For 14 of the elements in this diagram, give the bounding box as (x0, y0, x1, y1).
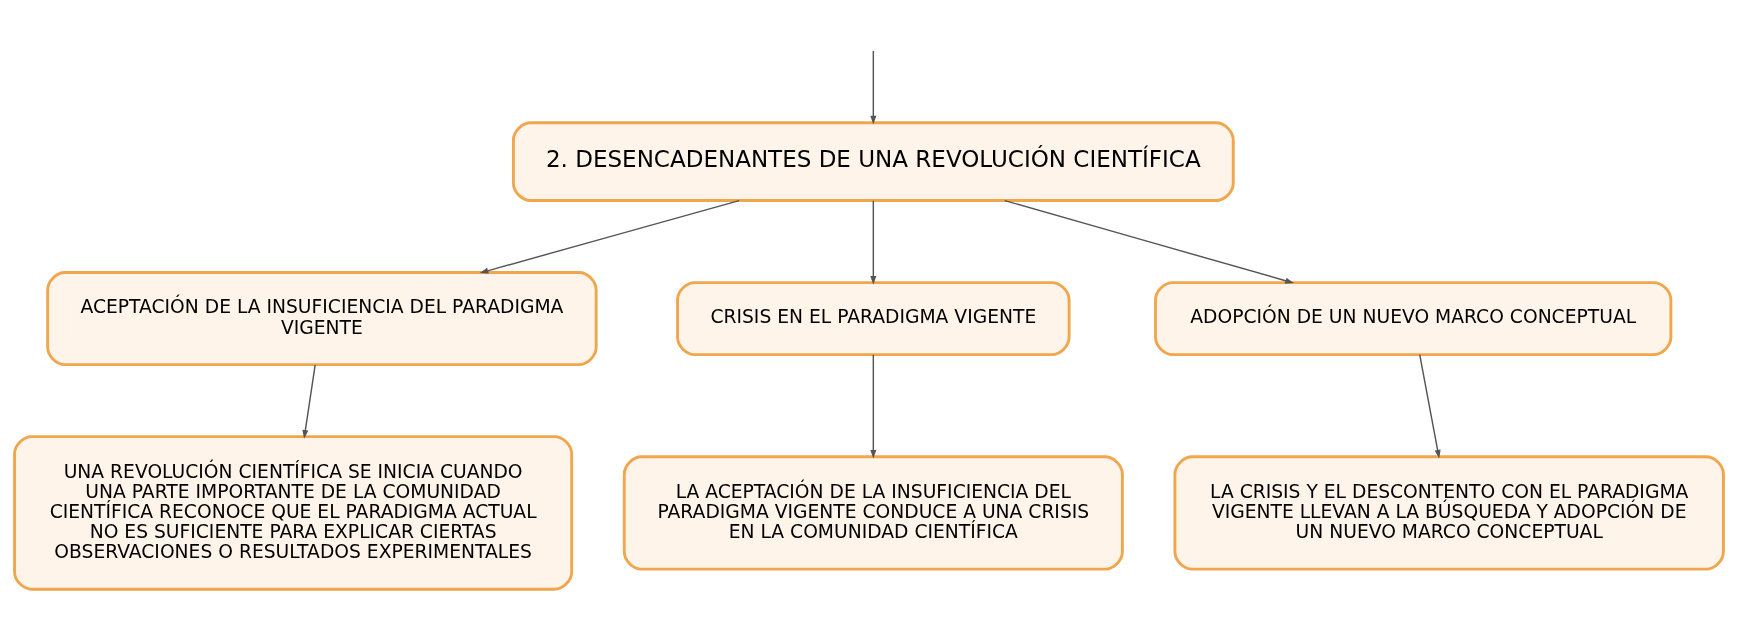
node-box: ACEPTACIÓN DE LA INSUFICIENCIA DEL PARADIGMA VIGENTE (46, 270, 598, 366)
arrow (1004, 199, 1294, 284)
node-box: CRISIS EN EL PARADIGMA VIGENTE (676, 280, 1071, 356)
node-box: ADOPCIÓN DE UN NUEVO MARCO CONCEPTUAL (1154, 280, 1673, 356)
node-box: LA CRISIS Y EL DESCONTENTO CON EL PARADIGMA VIGENTE LLEVAN A LA BÚSQUEDA Y ADOPCIÓN DE UN NUEVO MARCO CONCEPTUAL (1173, 454, 1725, 571)
arrow (870, 49, 877, 124)
node-box: UNA REVOLUCIÓN CIENTÍFICA SE INICIA CUANDO UNA PARTE IMPORTANTE DE LA COMUNIDAD CIENTÍFICA RECONOCE QUE EL PARADIGMA ACTUAL NO ES SUFICIENTE PARA EXPLICAR CIERTAS OBSERVACIONES O RESULTADOS EXPERIMENTALES (13, 434, 574, 591)
arrow (870, 199, 877, 285)
arrow (870, 353, 877, 459)
arrow (479, 199, 740, 274)
arrow (1419, 353, 1441, 459)
arrow (302, 363, 316, 439)
node-box: LA ACEPTACIÓN DE LA INSUFICIENCIA DEL PARADIGMA VIGENTE CONDUCE A UNA CRISIS EN LA COMUNIDAD CIENTÍFICA (622, 454, 1124, 571)
node-box: 2. DESENCADENANTES DE UNA REVOLUCIÓN CIENTÍFICA (511, 120, 1235, 202)
